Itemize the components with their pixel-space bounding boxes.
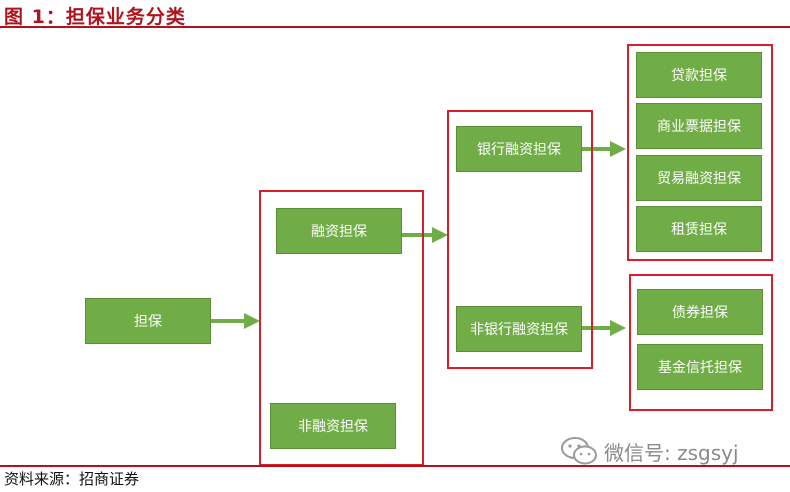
node-lease-guarantee: 租赁担保 (636, 206, 762, 252)
node-trade-finance-guarantee: 贸易融资担保 (636, 155, 762, 201)
node-nonbank-financing-guarantee: 非银行融资担保 (456, 306, 582, 352)
node-non-financing-guarantee: 非融资担保 (270, 403, 396, 449)
frame-bank-items (627, 44, 773, 261)
figure-title: 图 1：担保业务分类 (4, 6, 186, 28)
title-divider (0, 26, 790, 28)
source-note: 资料来源：招商证券 (4, 470, 140, 488)
node-loan-guarantee: 贷款担保 (636, 52, 762, 98)
frame-level2 (447, 110, 593, 369)
watermark-text: 微信号: zsgsyj (604, 440, 739, 465)
node-bond-guarantee: 债券担保 (637, 289, 763, 335)
footer-divider (0, 465, 790, 467)
wechat-icon (561, 437, 597, 465)
node-fund-trust-guarantee: 基金信托担保 (637, 344, 763, 390)
wechat-watermark: 微信号: zsgsyj (560, 436, 739, 466)
node-bank-financing-guarantee: 银行融资担保 (456, 126, 582, 172)
frame-nonbank-items (629, 274, 773, 411)
node-commercial-paper-guarantee: 商业票据担保 (636, 103, 762, 149)
node-financing-guarantee: 融资担保 (276, 208, 402, 254)
node-guarantee: 担保 (85, 298, 211, 344)
